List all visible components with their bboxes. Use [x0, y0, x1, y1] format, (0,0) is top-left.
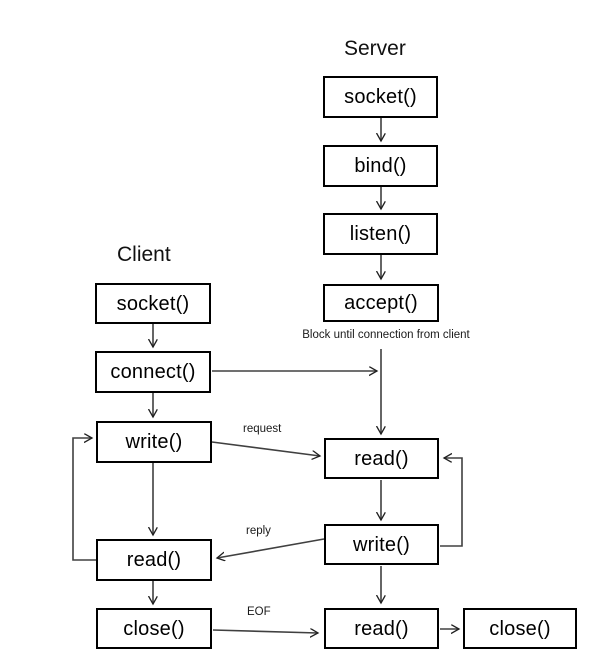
eof-label: EOF [247, 606, 271, 618]
client-close-box: close() [96, 608, 212, 649]
server-listen-box: listen() [323, 213, 438, 255]
client-write-box: write() [96, 421, 212, 463]
request-label: request [243, 423, 282, 435]
server-close-box: close() [463, 608, 577, 649]
server-bind-box: bind() [323, 145, 438, 187]
arrow-eof [212, 630, 318, 633]
server-accept-box: accept() [323, 284, 439, 322]
reply-label: reply [246, 525, 271, 537]
server-write-box: write() [324, 524, 439, 565]
client-socket-box: socket() [95, 283, 211, 324]
arrow-client-read-write-loop [72, 438, 96, 561]
server-title: Server [344, 37, 406, 60]
client-title: Client [117, 243, 171, 266]
server-socket-box: socket() [323, 76, 438, 118]
arrow-server-write-read-loop [440, 458, 463, 547]
client-connect-box: connect() [95, 351, 211, 393]
server-read2-box: read() [324, 608, 439, 649]
arrow-reply [217, 538, 325, 558]
server-read-box: read() [324, 438, 439, 479]
client-read-box: read() [96, 539, 212, 581]
block-until-note: Block until connection from client [302, 329, 470, 341]
arrow-request [211, 441, 320, 456]
